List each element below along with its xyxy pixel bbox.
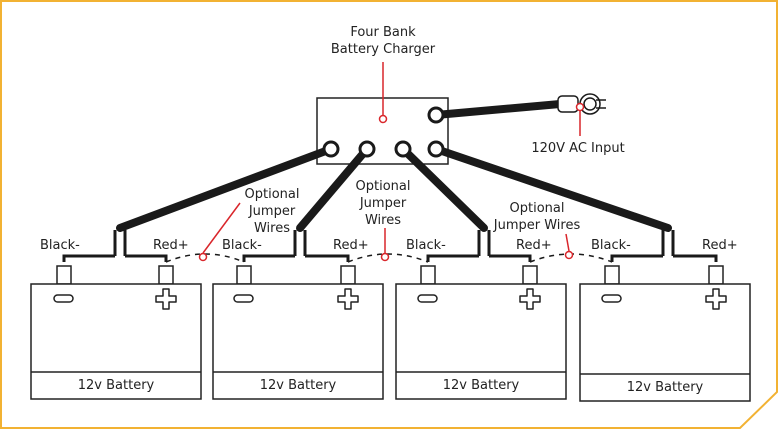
- jumper-3-line2: Jumper Wires: [493, 218, 581, 233]
- battery-1-neg-label: Black-: [40, 238, 80, 253]
- battery-2: Black- Red+ 12v Battery: [212, 238, 384, 400]
- battery-2-pos-label: Red+: [333, 238, 369, 253]
- jumper-1-line3: Wires: [254, 221, 290, 236]
- jumper-1-line2: Jumper: [248, 204, 296, 219]
- battery-1-label: 12v Battery: [78, 378, 155, 393]
- battery-4-pos-label: Red+: [702, 238, 738, 253]
- battery-3-plus-icon: [519, 288, 541, 310]
- battery-2-neg-label: Black-: [222, 238, 262, 253]
- battery-3-case: [395, 283, 567, 400]
- cable-bank-4: [432, 145, 672, 232]
- battery-1: Black- Red+ 12v Battery: [30, 238, 202, 400]
- battery-1-case: [30, 283, 202, 400]
- cable-bank-3: [399, 145, 488, 232]
- ac-cable: [432, 100, 564, 119]
- battery-4-neg-label: Black-: [591, 238, 631, 253]
- battery-4-neg-post: [604, 265, 620, 285]
- battery-1-pos-post: [158, 265, 174, 285]
- battery-4-minus-icon: [601, 294, 622, 303]
- battery-2-plus-icon: [337, 288, 359, 310]
- battery-1-plus-icon: [155, 288, 177, 310]
- battery-2-pos-post: [340, 265, 356, 285]
- cable-bank-1: [116, 145, 335, 232]
- jumper-1-line1: Optional: [245, 187, 300, 202]
- ac-input-label: 120V AC Input: [531, 141, 624, 156]
- ac-terminal: [427, 106, 445, 124]
- battery-1-minus-icon: [53, 294, 74, 303]
- battery-4-case: [579, 283, 751, 402]
- battery-3-label: 12v Battery: [443, 378, 520, 393]
- battery-4-pos-post: [708, 265, 724, 285]
- charger-title-line1: Four Bank: [350, 25, 416, 40]
- charger-terminals: [322, 140, 445, 158]
- battery-4-plus-icon: [705, 288, 727, 310]
- jumper-2-line1: Optional: [356, 179, 411, 194]
- battery-leads: [62, 230, 718, 262]
- ac-callout-dot: [575, 102, 585, 112]
- battery-3-minus-icon: [417, 294, 438, 303]
- charger-cables: [116, 145, 672, 232]
- jumper-3-line1: Optional: [510, 201, 565, 216]
- battery-1-neg-post: [56, 265, 72, 285]
- battery-3: Black- Red+ 12v Battery: [395, 238, 567, 400]
- battery-2-neg-post: [236, 265, 252, 285]
- battery-3-neg-post: [420, 265, 436, 285]
- battery-4-label: 12v Battery: [627, 380, 704, 395]
- battery-4: Black- Red+ 12v Battery: [579, 238, 751, 402]
- charger-title-line2: Battery Charger: [331, 42, 436, 57]
- jumper-2-line2: Jumper: [359, 196, 407, 211]
- jumper-callout-lines: [202, 202, 570, 254]
- battery-2-case: [212, 283, 384, 400]
- battery-3-neg-label: Black-: [406, 238, 446, 253]
- jumper-callout-dots: [198, 250, 574, 262]
- battery-1-pos-label: Red+: [153, 238, 189, 253]
- battery-2-minus-icon: [233, 294, 254, 303]
- battery-2-label: 12v Battery: [260, 378, 337, 393]
- battery-3-pos-label: Red+: [516, 238, 552, 253]
- battery-3-pos-post: [522, 265, 538, 285]
- jumper-2-line3: Wires: [365, 213, 401, 228]
- cable-bank-2: [296, 145, 371, 232]
- charger-callout-dot: [378, 114, 388, 124]
